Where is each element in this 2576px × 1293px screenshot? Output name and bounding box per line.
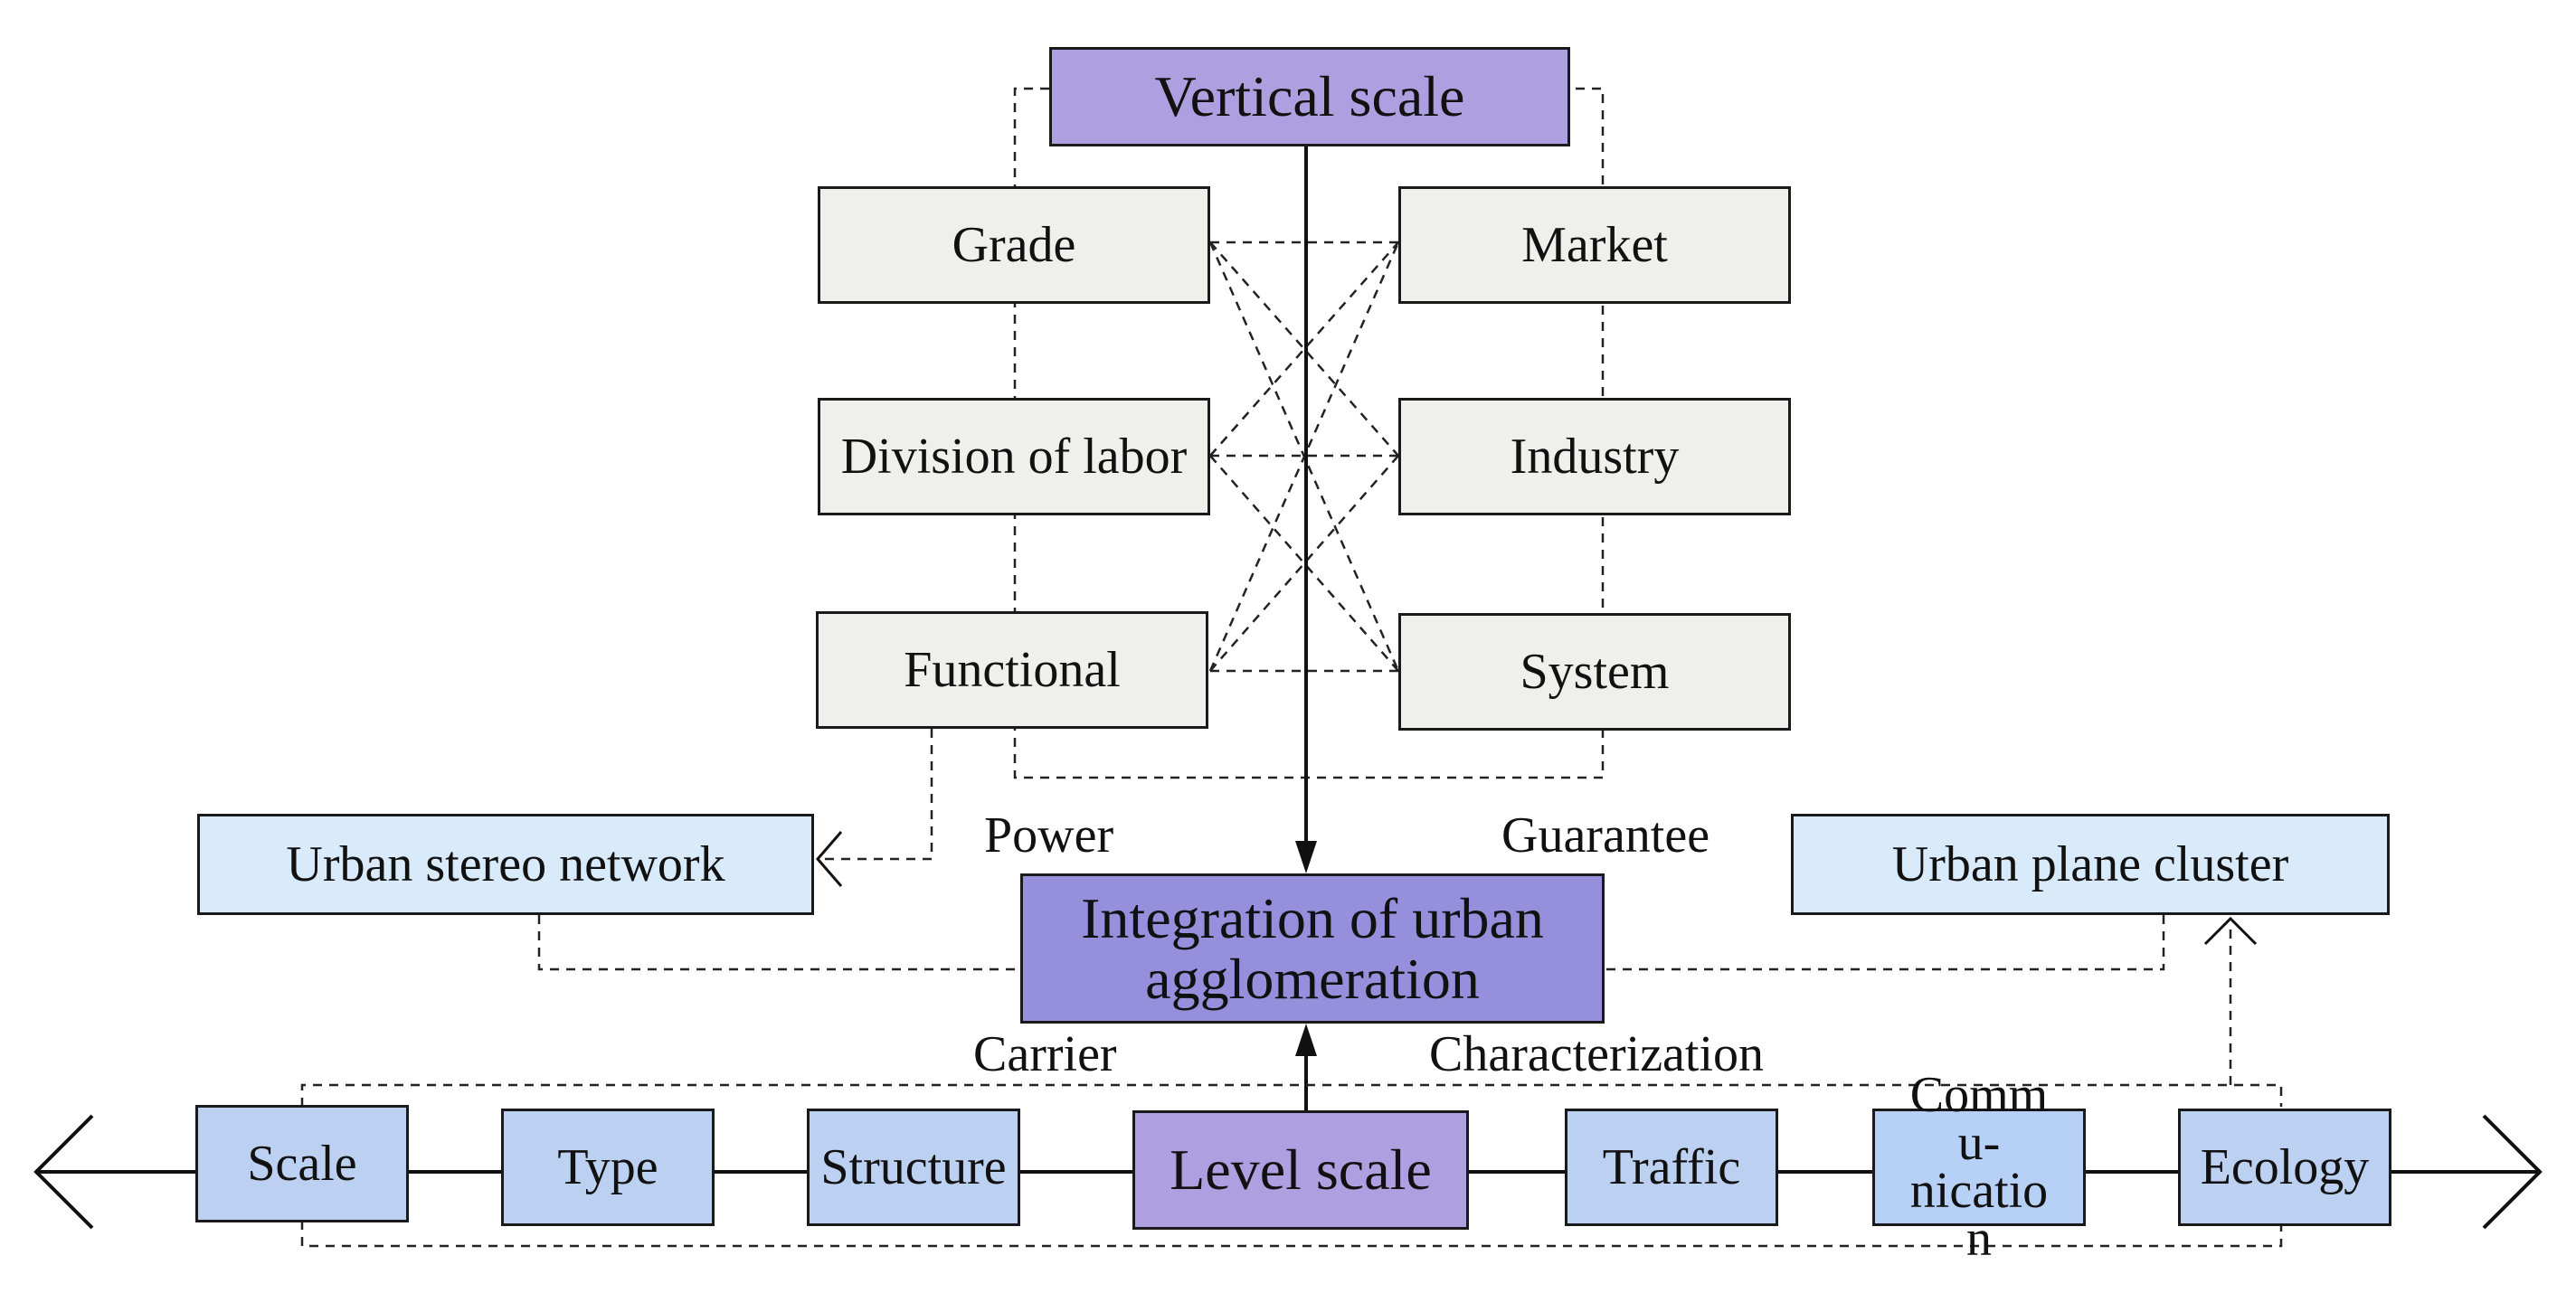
level-scale-label: Level scale	[1170, 1137, 1432, 1203]
power-label: Power	[984, 807, 1114, 864]
market-label: Market	[1521, 216, 1668, 273]
integration-label: Integration of urban agglomeration	[1081, 885, 1544, 1011]
division-of-labor-box: Division of labor	[818, 398, 1210, 515]
urban-plane-cluster-label: Urban plane cluster	[1891, 835, 2289, 892]
structure-box: Structure	[807, 1109, 1020, 1226]
system-label: System	[1520, 643, 1670, 700]
type-box: Type	[501, 1109, 715, 1226]
communication-box: Commu-nication	[1872, 1070, 2086, 1264]
ecology-label: Ecology	[2200, 1138, 2370, 1195]
vertical-arrow	[1295, 145, 1317, 873]
system-box: System	[1398, 613, 1791, 731]
traffic-label: Traffic	[1602, 1138, 1741, 1195]
ecology-box: Ecology	[2178, 1109, 2391, 1226]
grade-box: Grade	[818, 186, 1210, 304]
communication-label: Commu-nication	[1909, 1066, 2049, 1268]
division-of-labor-label: Division of labor	[840, 428, 1188, 485]
level-scale-arrow	[1295, 1024, 1317, 1110]
integration-box: Integration of urban agglomeration	[1020, 873, 1605, 1024]
vertical-scale-label: Vertical scale	[1154, 64, 1465, 129]
functional-to-stereo	[818, 729, 933, 861]
grade-label: Grade	[952, 216, 1076, 273]
urban-stereo-network-box: Urban stereo network	[197, 814, 814, 915]
scale-box: Scale	[195, 1105, 409, 1222]
industry-label: Industry	[1510, 428, 1680, 485]
type-label: Type	[557, 1138, 658, 1195]
market-box: Market	[1398, 186, 1791, 304]
stereo-to-integration	[537, 915, 1020, 971]
stereo-arrowhead	[816, 831, 843, 887]
urban-stereo-network-label: Urban stereo network	[286, 835, 725, 892]
industry-box: Industry	[1398, 398, 1791, 515]
functional-label: Functional	[904, 641, 1121, 698]
integration-to-plane	[1606, 915, 2165, 971]
urban-plane-cluster-box: Urban plane cluster	[1791, 814, 2390, 915]
functional-box: Functional	[816, 611, 1208, 729]
guarantee-label: Guarantee	[1501, 807, 1710, 864]
plane-arrowhead	[2203, 916, 2258, 946]
characterization-label: Characterization	[1429, 1026, 1765, 1082]
structure-label: Structure	[820, 1138, 1007, 1195]
scale-label: Scale	[247, 1135, 357, 1192]
traffic-box: Traffic	[1565, 1109, 1778, 1226]
level-scale-box: Level scale	[1132, 1110, 1469, 1230]
horizontal-dashed-frame	[300, 922, 2283, 1248]
vertical-scale-box: Vertical scale	[1049, 47, 1570, 146]
carrier-label: Carrier	[973, 1026, 1117, 1082]
vertical-dashed-frame	[1013, 87, 1605, 779]
